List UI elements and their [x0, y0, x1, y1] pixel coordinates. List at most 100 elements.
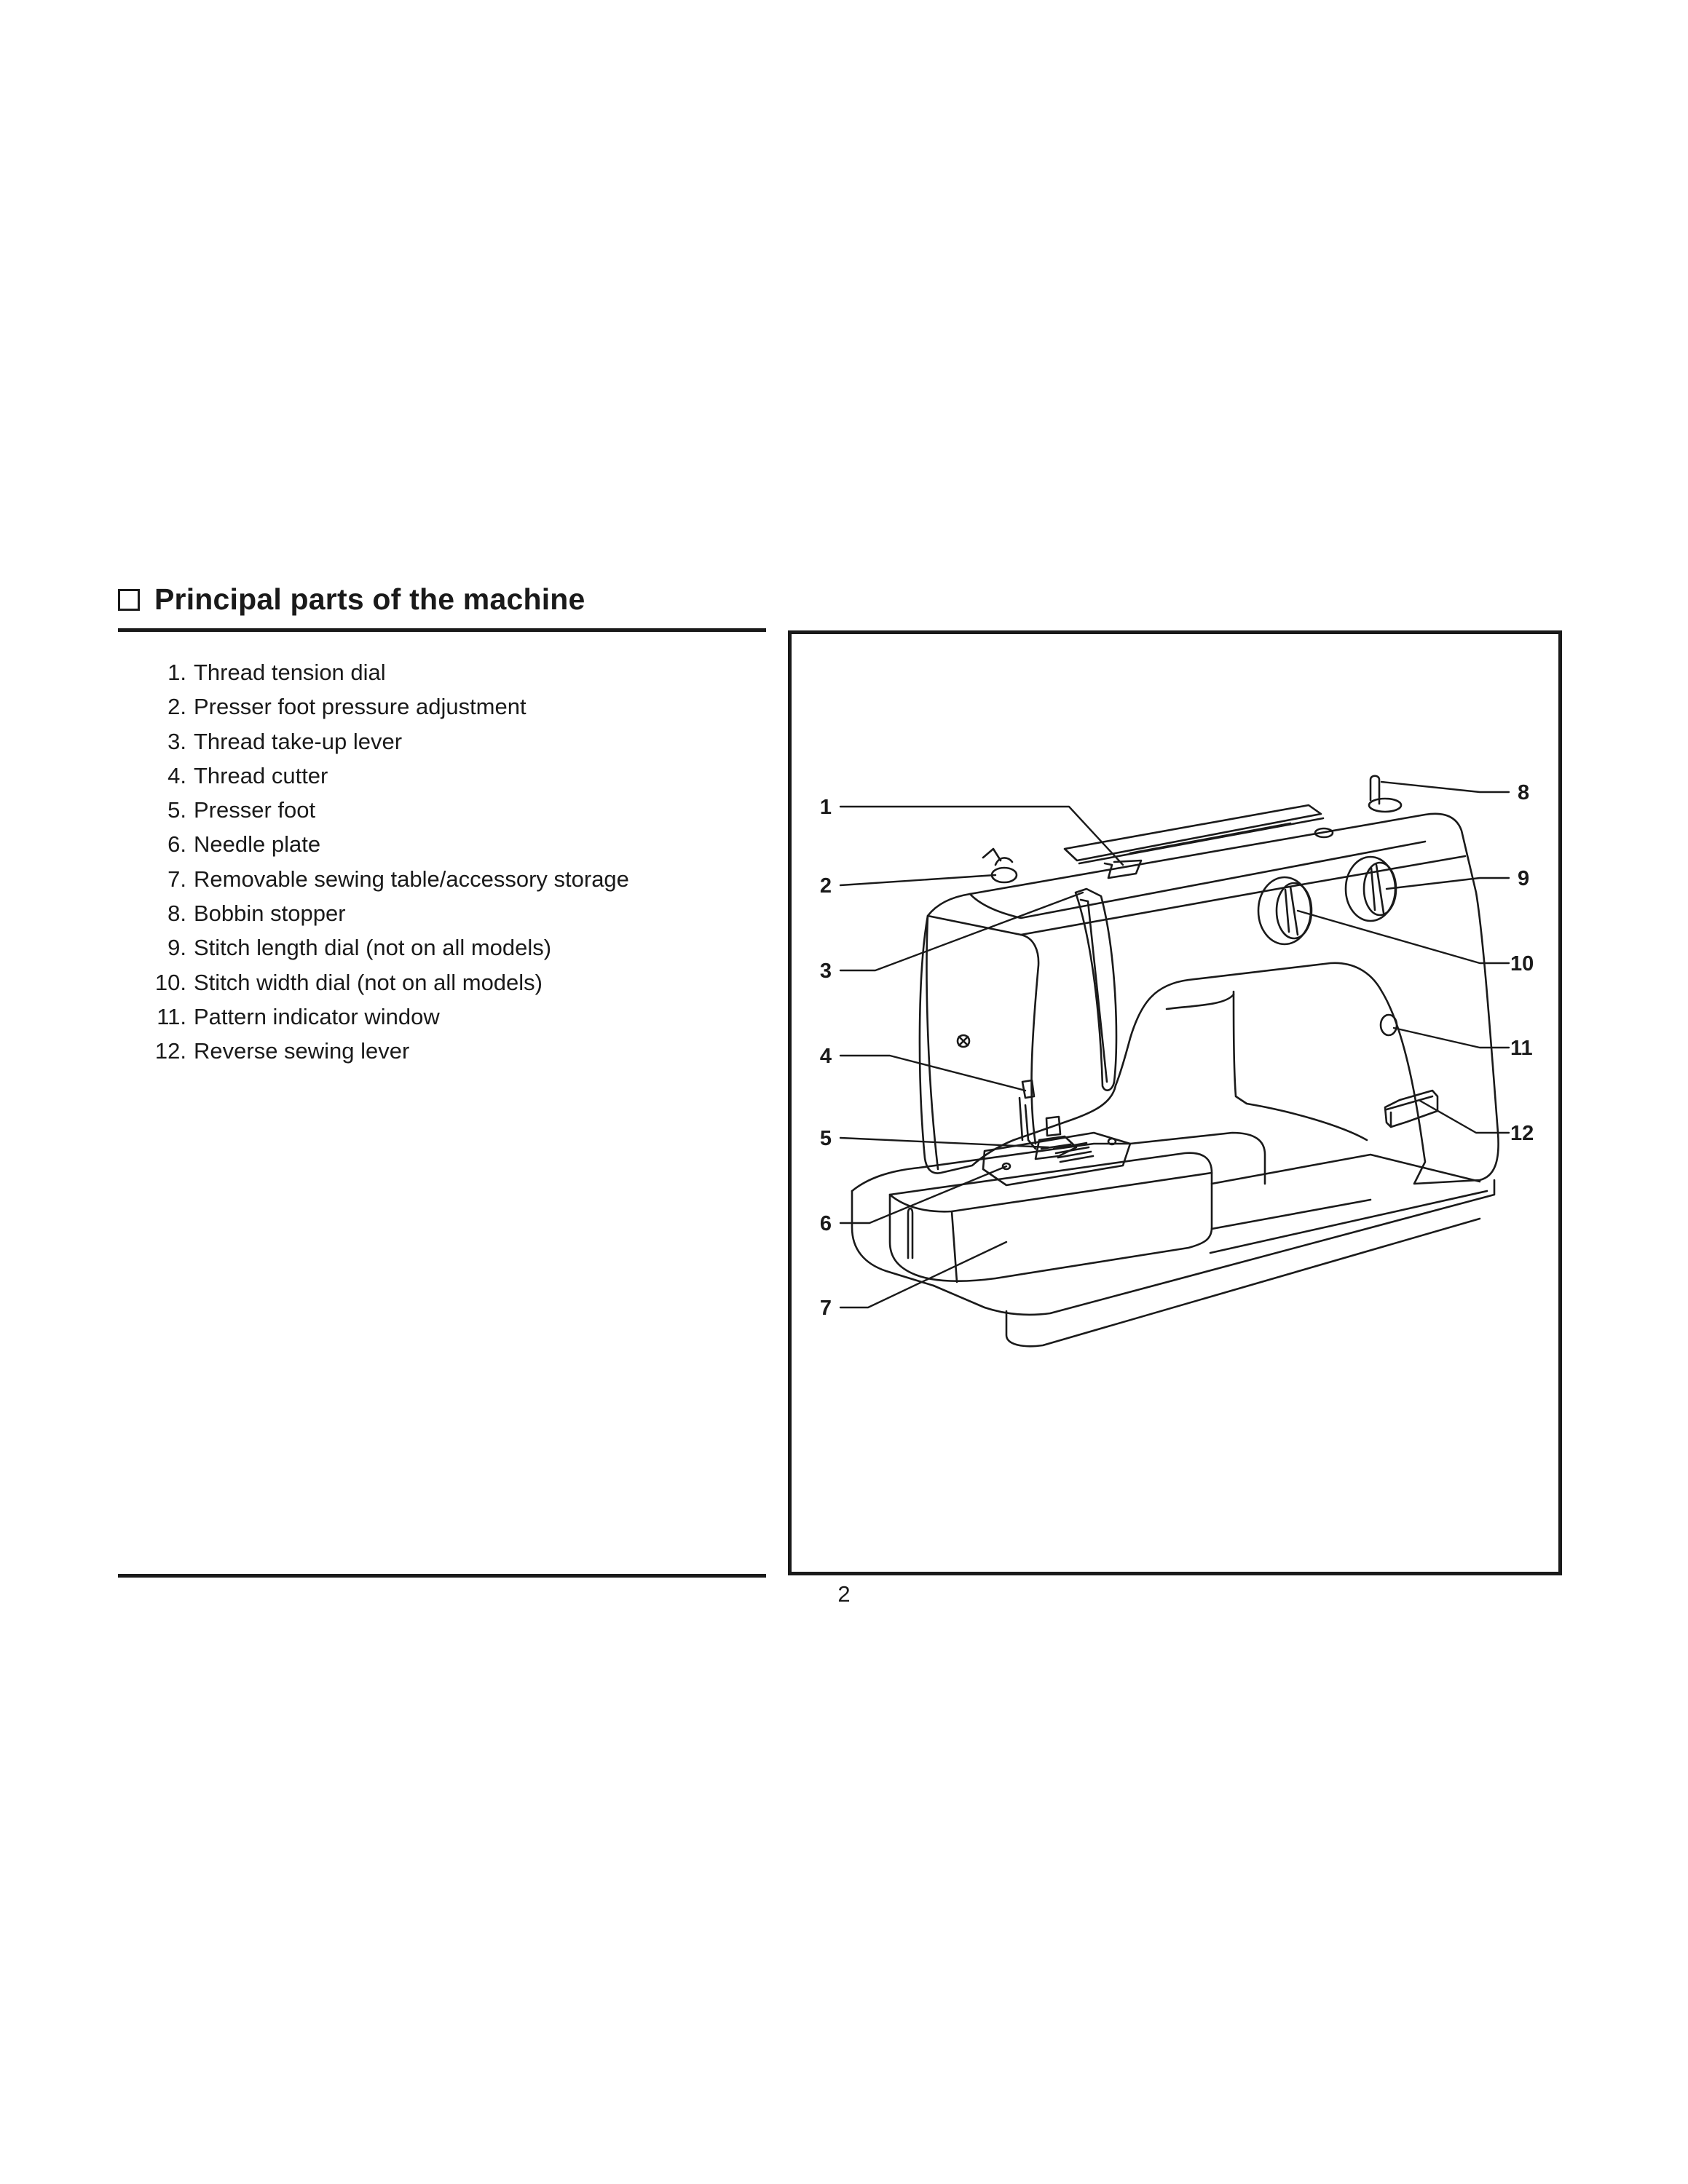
item-number: 8. — [167, 901, 186, 927]
leader-11 — [1392, 1026, 1510, 1049]
leader-lines — [839, 780, 1510, 1309]
heading-rule — [118, 628, 766, 632]
item-number: 12. — [154, 1038, 186, 1064]
callout-8: 8 — [1518, 781, 1529, 804]
leader-1 — [839, 805, 1124, 866]
leader-5 — [839, 1136, 1050, 1149]
callout-7: 7 — [820, 1297, 832, 1320]
callout-2: 2 — [820, 874, 832, 898]
item-label: Thread cutter — [194, 762, 328, 788]
pressure-screw-cap — [994, 857, 1014, 866]
tension-dial — [1103, 859, 1143, 879]
base-side — [1210, 1153, 1481, 1185]
list-item: 3.Thread take-up lever — [138, 724, 629, 759]
stitch-width-dial-inner — [1275, 882, 1313, 940]
item-number: 5. — [167, 797, 186, 823]
callout-3: 3 — [820, 960, 832, 983]
leader-9 — [1385, 877, 1510, 890]
item-number: 7. — [167, 866, 186, 892]
top-hole — [1314, 827, 1334, 839]
needle-clamp — [1045, 1115, 1062, 1137]
table-top-edge — [888, 1171, 1213, 1213]
item-number: 9. — [167, 935, 186, 961]
list-item: 7. Removable sewing table/accessory stora… — [138, 862, 629, 896]
feed-dogs — [1052, 1142, 1095, 1163]
arm-arch — [1232, 990, 1368, 1142]
list-item: 8. Bobbin stopper — [138, 896, 629, 930]
sewing-machine-diagram: 1 2 3 4 5 6 7 8 9 10 11 12 — [820, 775, 1534, 1348]
pattern-window — [1379, 1013, 1398, 1037]
list-item: 9. Stitch length dial (not on all models) — [138, 930, 629, 965]
top-cover-line — [969, 840, 1427, 919]
callout-numbers: 1 2 3 4 5 6 7 8 9 10 11 12 — [820, 781, 1534, 1320]
list-item: 1. Thread tension dial — [138, 655, 629, 689]
callout-5: 5 — [820, 1127, 832, 1150]
table-seam — [950, 1210, 958, 1283]
spool-pin-base — [1368, 797, 1403, 813]
item-number: 1. — [167, 660, 186, 685]
list-item: 10.Stitch width dial (not on all models) — [138, 965, 629, 1000]
item-label: Bobbin stopper — [194, 901, 346, 927]
item-label: Presser foot pressure adjustment — [194, 694, 526, 720]
page-number: 2 — [837, 1581, 851, 1607]
item-number: 6. — [167, 831, 186, 858]
faceplate-screw — [956, 1034, 971, 1048]
plate-screw-1 — [1001, 1162, 1011, 1171]
spool-pin — [1369, 775, 1381, 805]
leader-12 — [1419, 1099, 1510, 1134]
parts-list: 1. Thread tension dial 2. Presser foot pre… — [138, 655, 629, 1069]
section-heading: Principal parts of the machine — [118, 582, 585, 617]
reverse-lever — [1384, 1089, 1439, 1128]
callout-9: 9 — [1518, 867, 1529, 890]
leader-6 — [839, 1165, 1008, 1224]
item-label: Stitch length dial (not on all models) — [194, 935, 552, 961]
base-front — [851, 1190, 935, 1287]
callout-1: 1 — [820, 796, 832, 819]
machine-drawing — [851, 775, 1499, 1348]
list-item: 11. Pattern indicator window — [138, 1000, 629, 1034]
item-label: Thread tension dial — [194, 660, 386, 685]
footer-rule — [118, 1574, 766, 1578]
machine-head-face — [926, 914, 1040, 1171]
top-slot — [1129, 822, 1292, 855]
take-up-slot — [1079, 898, 1108, 1083]
take-up-lever — [1074, 887, 1118, 1091]
base-foot — [1005, 1217, 1481, 1348]
callout-11: 11 — [1510, 1037, 1533, 1060]
needle-plate — [982, 1131, 1132, 1187]
stitch-length-dial-inner — [1362, 861, 1397, 917]
base-inner — [1210, 1198, 1372, 1230]
list-item: 4.Thread cutter — [138, 759, 629, 793]
diagram-frame — [788, 630, 1562, 1575]
item-label: Removable sewing table/accessory storage — [194, 866, 629, 892]
section-title: Principal parts of the machine — [154, 582, 585, 616]
accessory-table — [888, 1152, 1213, 1282]
item-number: 11. — [157, 1003, 186, 1029]
machine-body-outline — [918, 812, 1499, 1185]
list-item: 6.Needle plate — [138, 827, 629, 861]
head-side-line — [1019, 855, 1467, 936]
stitch-length-dial-grip — [1370, 863, 1385, 914]
callout-6: 6 — [820, 1212, 832, 1235]
callout-12: 12 — [1510, 1122, 1534, 1145]
thread-guide — [982, 847, 1002, 862]
list-item: 2. Presser foot pressure adjustment — [138, 689, 629, 724]
item-label: Reverse sewing lever — [194, 1038, 410, 1064]
faceplate-screw-slot — [958, 1035, 969, 1047]
item-number: 2. — [167, 694, 186, 720]
base-bottom — [932, 1179, 1496, 1316]
arm-shade — [1165, 993, 1235, 1010]
leader-4 — [839, 1054, 1027, 1092]
item-label: Thread take-up lever — [194, 728, 403, 754]
callout-4: 4 — [820, 1045, 832, 1068]
thread-cutter — [1021, 1079, 1036, 1099]
base-top — [851, 1131, 1266, 1192]
leader-7 — [839, 1241, 1008, 1309]
item-label: Pattern indicator window — [194, 1003, 440, 1029]
leader-8 — [1380, 780, 1510, 794]
leader-10 — [1296, 909, 1510, 965]
table-slot — [907, 1207, 914, 1259]
item-label: Presser foot — [194, 797, 316, 823]
base-groove — [1209, 1190, 1488, 1254]
list-item: 5. Presser foot — [138, 793, 629, 827]
